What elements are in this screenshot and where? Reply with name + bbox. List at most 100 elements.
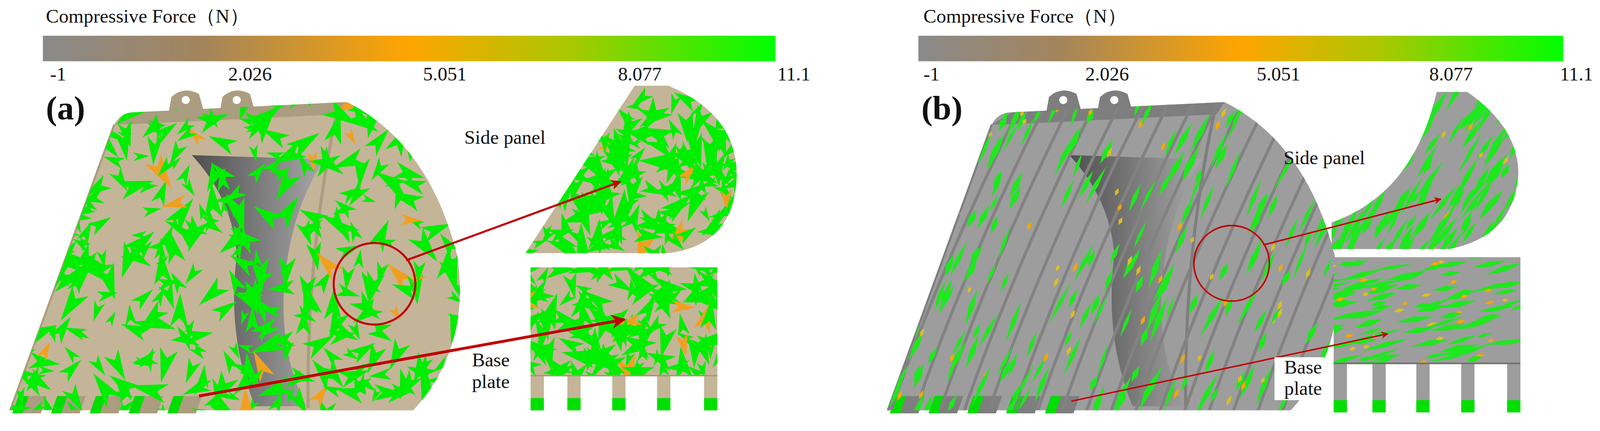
force-patch: [1073, 242, 1095, 282]
force-patch: [949, 241, 967, 276]
force-patch: [1373, 354, 1401, 360]
force-patch: [161, 194, 189, 208]
force-patch: [509, 82, 534, 114]
force-patch: [1005, 301, 1021, 343]
force-patch: [50, 138, 67, 147]
force-patch: [275, 166, 302, 201]
force-patch: [54, 128, 69, 141]
force-patch: [400, 213, 422, 226]
force-patch: [412, 123, 445, 154]
force-patch: [1467, 252, 1492, 259]
force-patch: [17, 237, 47, 261]
force-patch: [1026, 330, 1038, 359]
force-patch: [521, 153, 540, 185]
force-patch: [1389, 92, 1412, 133]
force-patch: [1326, 117, 1343, 144]
force-patch: [1281, 269, 1291, 286]
force-patch: [906, 247, 918, 281]
force-patch: [1215, 143, 1228, 170]
force-patch: [1326, 290, 1355, 297]
force-patch: [913, 364, 921, 382]
force-patch: [586, 344, 600, 370]
force-patch: [685, 250, 712, 277]
force-patch: [1362, 160, 1385, 190]
force-patch: [278, 256, 296, 289]
part-plate: [1331, 91, 1519, 250]
force-patch: [3, 103, 33, 133]
force-patch: [48, 316, 71, 344]
force-patch: [1034, 365, 1050, 403]
force-patch: [965, 142, 974, 166]
force-patch: [93, 300, 106, 322]
tooth-patch: [1044, 396, 1062, 414]
force-patch: [1459, 184, 1487, 222]
force-patch: [520, 344, 532, 366]
force-patch: [1055, 106, 1060, 113]
force-patch: [1383, 163, 1388, 171]
force-patch: [286, 386, 308, 415]
force-patch: [421, 402, 446, 415]
force-patch: [324, 110, 342, 145]
part-plate: [525, 85, 737, 254]
force-patch: [79, 152, 101, 177]
force-patch: [507, 88, 537, 105]
force-patch: [998, 114, 1008, 132]
force-patch: [1370, 287, 1378, 292]
force-patch: [520, 279, 556, 306]
tooth-patch: [567, 397, 581, 411]
force-patch: [119, 401, 130, 417]
force-patch: [1403, 236, 1415, 254]
force-patch: [1411, 211, 1431, 237]
callout-circle: [1194, 225, 1270, 302]
force-patch: [1358, 92, 1379, 127]
force-patch: [151, 96, 181, 112]
force-patch: [1479, 152, 1483, 158]
bucket-tooth: [12, 396, 48, 414]
force-patch: [532, 110, 548, 120]
force-patch: [1370, 300, 1387, 307]
force-patch: [540, 97, 576, 116]
force-patch: [320, 399, 337, 431]
force-patch: [348, 342, 376, 364]
force-patch: [180, 178, 195, 197]
force-patch: [1133, 89, 1145, 118]
force-patch: [967, 209, 977, 228]
force-patch: [1359, 278, 1369, 283]
force-patch: [405, 141, 420, 162]
force-patch: [125, 304, 137, 326]
force-patch: [949, 353, 954, 363]
force-patch: [886, 382, 896, 402]
force-patch: [14, 386, 25, 406]
force-patch: [1500, 164, 1510, 179]
force-patch: [154, 225, 173, 255]
force-patch: [457, 214, 474, 239]
force-patch: [158, 281, 175, 310]
force-patch: [576, 233, 592, 265]
tooth-patch: [612, 397, 626, 411]
force-patch: [1215, 119, 1221, 131]
force-patch: [1491, 202, 1517, 239]
force-patch: [58, 359, 82, 383]
force-patch: [1199, 294, 1224, 337]
force-patch: [253, 249, 263, 267]
force-patch: [195, 113, 229, 133]
force-patch: [695, 335, 723, 350]
force-patch: [986, 263, 996, 285]
force-patch: [1237, 82, 1251, 114]
force-patch: [211, 301, 238, 322]
force-patch: [250, 294, 279, 324]
force-patch: [1422, 155, 1433, 176]
force-patch: [58, 126, 72, 147]
force-patch: [885, 378, 903, 412]
force-patch: [922, 393, 933, 424]
force-patch: [0, 403, 33, 421]
force-patch: [565, 113, 598, 139]
force-patch: [590, 69, 614, 107]
force-patch: [588, 108, 606, 130]
force-patch: [883, 192, 894, 214]
force-patch: [1180, 197, 1194, 226]
force-patch: [407, 138, 438, 160]
force-patch: [1441, 131, 1446, 138]
force-patch: [665, 155, 681, 183]
inset-part: [1321, 75, 1532, 268]
